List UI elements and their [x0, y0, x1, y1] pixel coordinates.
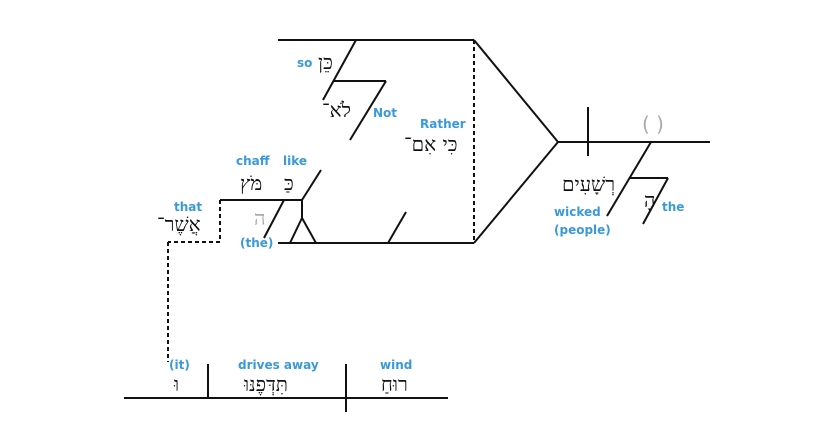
- gloss-chaff: chaff: [236, 154, 270, 168]
- gloss-wind: wind: [380, 358, 413, 372]
- hebrew-ka: כַּ: [284, 171, 294, 195]
- hebrew-ha: הָ: [644, 188, 656, 212]
- verb-placeholder: ( ): [642, 112, 664, 136]
- hebrew-tidpennu: תִּדְּפֶנּוּ: [244, 372, 288, 396]
- gloss-wicked: wicked: [554, 205, 601, 219]
- hebrew-u: וּ: [174, 372, 180, 396]
- hebrew-lo: לֹא־: [322, 98, 352, 122]
- gloss-it: (it): [169, 358, 190, 372]
- gloss-drives-away: drives away: [238, 358, 319, 372]
- gloss-not: Not: [373, 106, 398, 120]
- hebrew-ki-im: כִּי אִם־: [404, 132, 458, 156]
- hebrew-ken: כֵּן: [318, 50, 333, 74]
- gloss-so: so: [297, 56, 313, 70]
- gloss-that: that: [174, 200, 203, 214]
- gloss-the: the: [662, 200, 685, 214]
- gloss-the-implied: (the): [240, 236, 274, 250]
- gloss-like: like: [283, 154, 308, 168]
- gloss-people: (people): [554, 223, 611, 237]
- hebrew-asher: אֲשֶׁר־: [157, 212, 201, 236]
- hebrew-motz: מֹּץ: [240, 171, 263, 195]
- hebrew-reshaim: רְשָׁעִים: [562, 172, 616, 196]
- hebrew-ha-implied: ה: [254, 206, 266, 230]
- hebrew-ruach: רוּחַ: [381, 372, 408, 396]
- gloss-rather: Rather: [420, 117, 466, 131]
